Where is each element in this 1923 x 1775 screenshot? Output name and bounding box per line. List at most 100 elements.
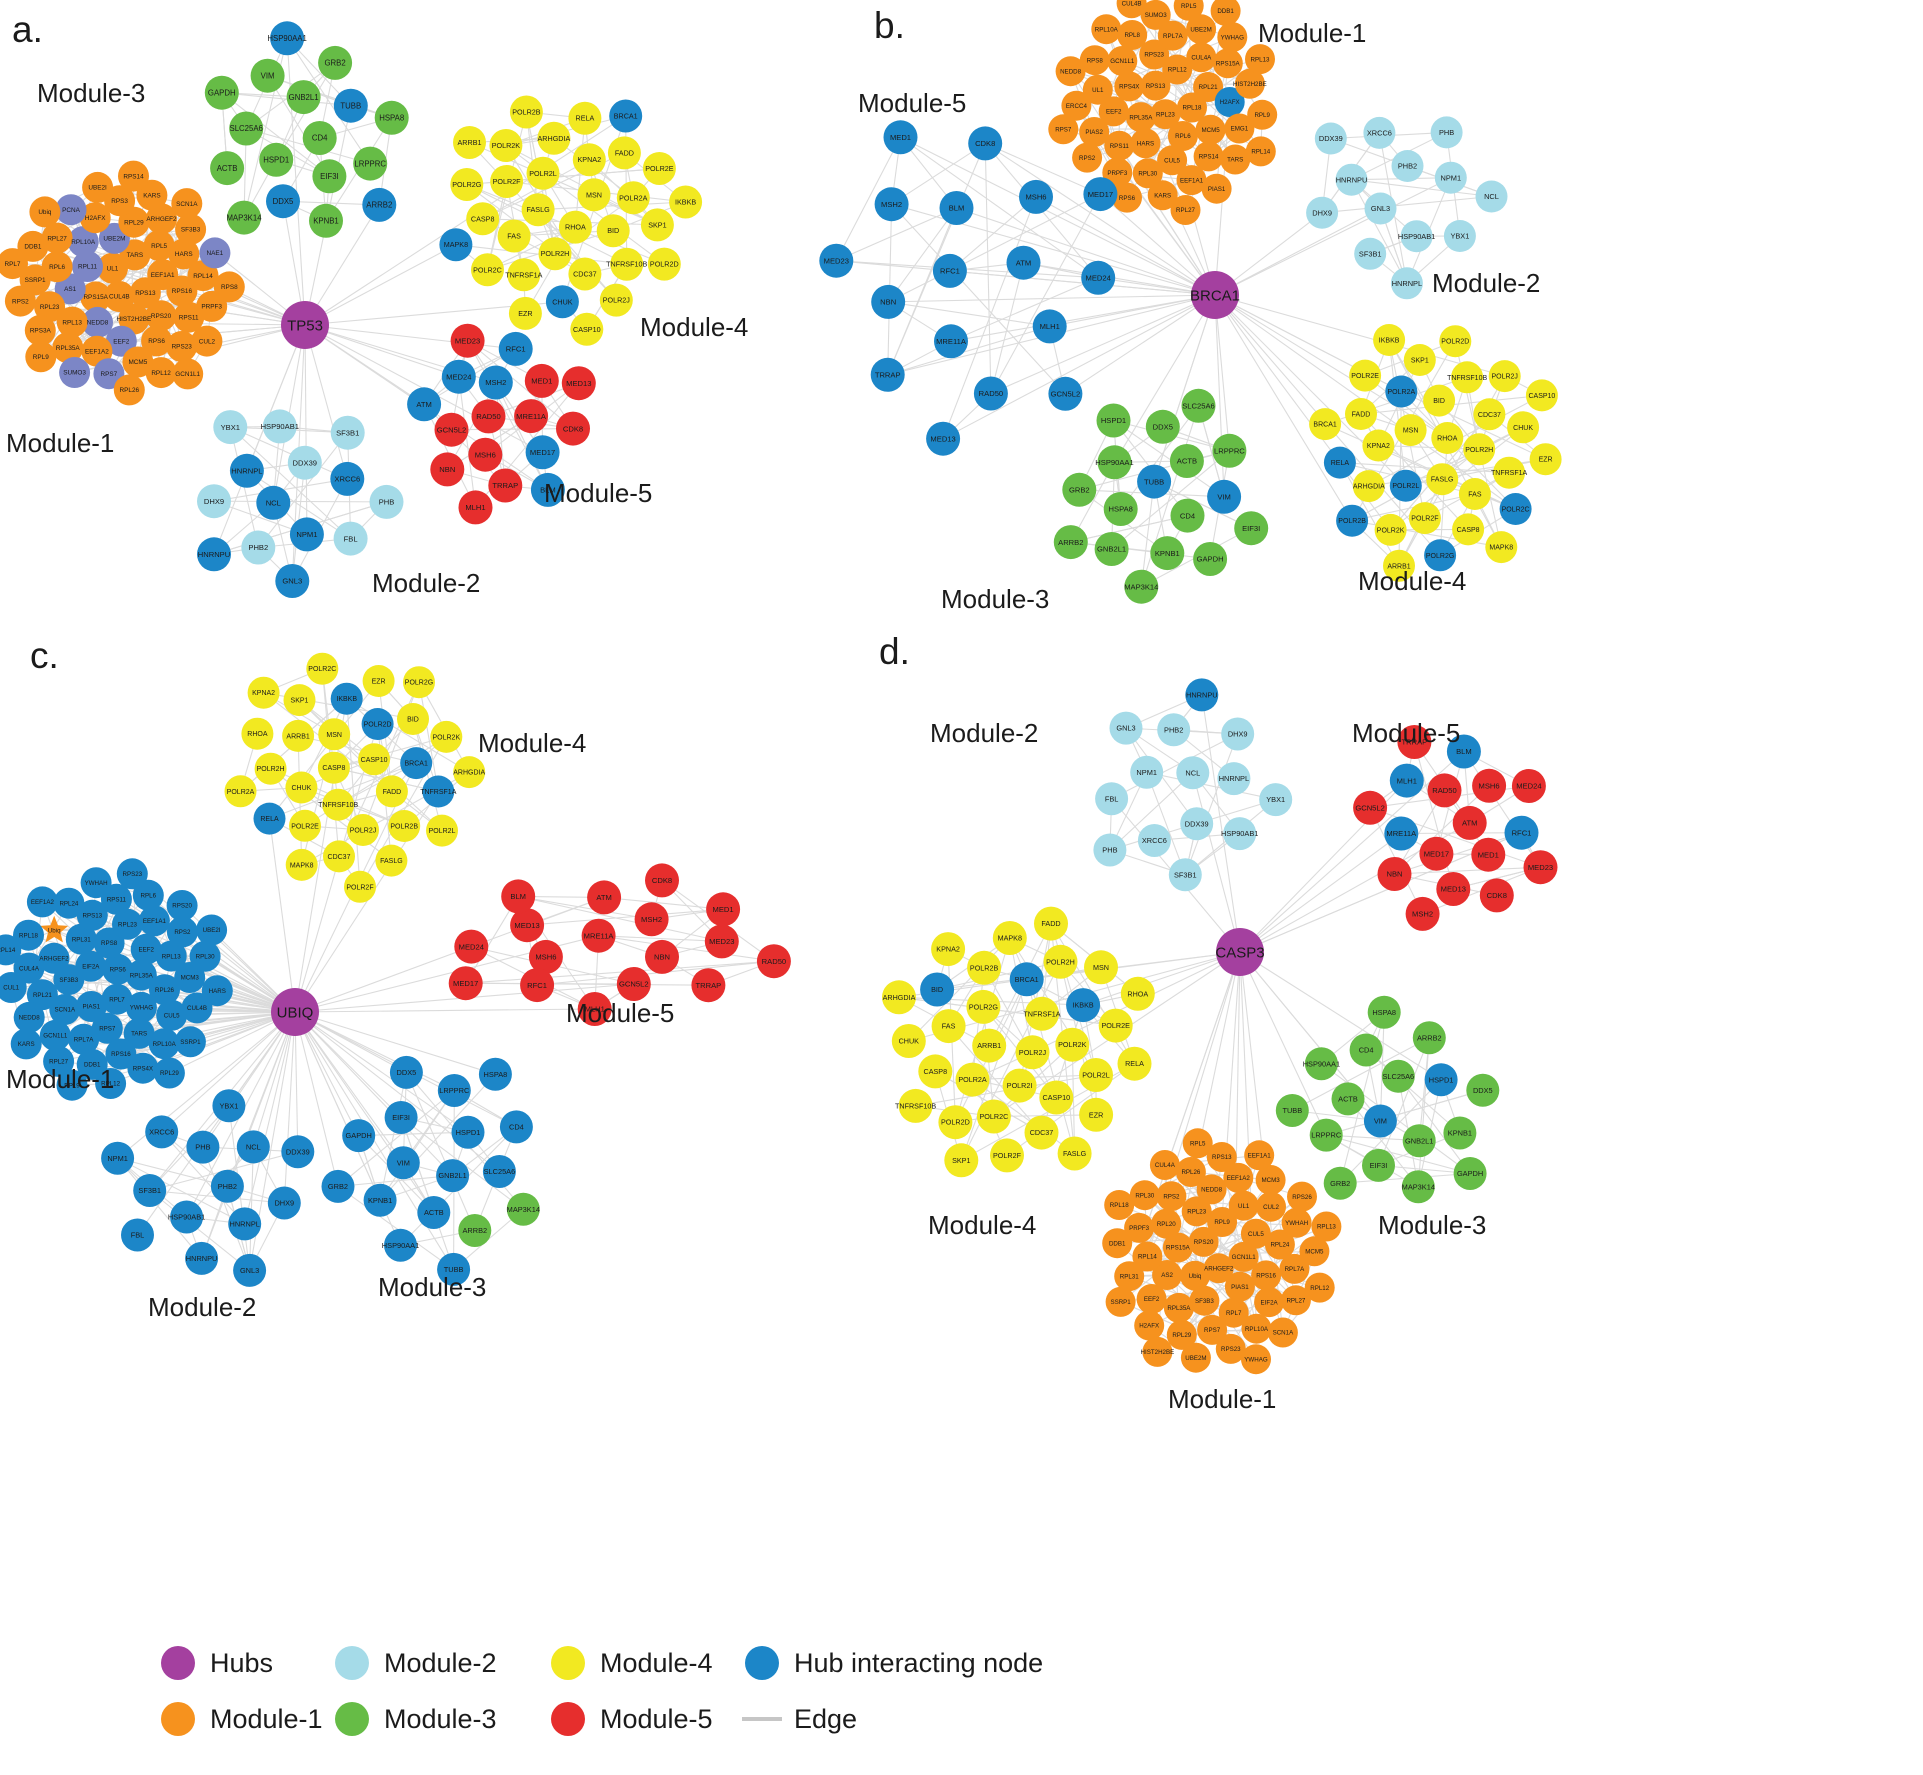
label-layer: CD4HSPD1GNB2L1EIF3ISLC25A6TUBBDDX5VIMLRP…: [0, 0, 1555, 1363]
node-label: MCM5: [1201, 127, 1220, 134]
node-RPL26: [149, 974, 180, 1006]
node-label: RPL10A: [1095, 26, 1119, 33]
node-MSH6: [1472, 768, 1507, 803]
node-RPS14: [118, 160, 149, 192]
node-HNRNPL: [1217, 762, 1251, 796]
node-label: TNFRSF1A: [505, 270, 542, 279]
node-MSH6: [528, 939, 563, 974]
node-label: MED23: [709, 937, 734, 946]
hub-node-UBIQ: [271, 988, 319, 1036]
node-label: EEF1A1: [151, 272, 175, 279]
node-YBX1: [1259, 783, 1293, 817]
node-VIM: [250, 58, 285, 93]
node-label: POLR2C: [473, 265, 502, 274]
node-VIM: [386, 1146, 420, 1180]
legend-item-module4: Module-4: [551, 1646, 713, 1680]
node-EEF1A2: [1223, 1162, 1254, 1193]
node-label: GRB2: [328, 1182, 348, 1191]
node-label: HNRNPL: [231, 466, 262, 475]
node-ATM: [587, 880, 622, 915]
node-POLR2K: [1374, 513, 1407, 546]
node-MSH6: [1019, 179, 1053, 214]
node-label: SSRP1: [25, 277, 46, 284]
node-label: CHUK: [899, 1037, 920, 1046]
node-label: CASP8: [322, 765, 345, 772]
node-label: SCN1A: [176, 201, 198, 208]
node-label: FADD: [1352, 411, 1371, 418]
node-KPNA2: [572, 143, 606, 177]
node-label: POLR2G: [1426, 553, 1454, 560]
node-HIST2H2BE: [1142, 1336, 1173, 1367]
node-GAPDH: [1453, 1157, 1487, 1190]
node-HNRNPU: [1185, 678, 1219, 712]
node-label: CASP10: [573, 325, 601, 334]
node-label: GCN5L2: [1355, 803, 1385, 812]
node-POLR2D: [361, 708, 394, 740]
node-POLR2F: [990, 1138, 1024, 1173]
node-label: H2AFX: [1139, 1323, 1159, 1330]
node-label: HNRNPU: [198, 550, 231, 559]
node-label: HSP90AA1: [1095, 458, 1133, 467]
node-ARRB1: [453, 126, 486, 159]
node-ARHGEF2: [38, 942, 70, 974]
node-UBE2I: [82, 171, 114, 203]
node-RPL26: [1175, 1157, 1206, 1187]
node-label: RPS11: [1110, 143, 1130, 150]
node-RPS26: [1287, 1181, 1317, 1212]
node-MSH6: [468, 437, 503, 472]
node-label: UL1: [1092, 87, 1104, 94]
node-label: NPM1: [296, 530, 317, 539]
node-RPL7: [0, 248, 28, 280]
node-label: RPS20: [1194, 1239, 1214, 1246]
node-HSP90AA1: [1304, 1047, 1338, 1081]
node-PIAS1: [1224, 1271, 1255, 1302]
node-GNL3: [1109, 711, 1143, 745]
node-label: POLR2J: [1019, 1048, 1047, 1057]
node-label: RPL6: [49, 264, 65, 271]
node-RPL27: [41, 222, 73, 254]
node-POLR2L: [1079, 1058, 1113, 1092]
node-POLR2G: [1424, 539, 1457, 572]
node-label: MED23: [455, 336, 480, 345]
node-ARRB2: [458, 1214, 492, 1247]
node-label: MED1: [890, 133, 911, 142]
legend-item-module2: Module-2: [335, 1646, 497, 1680]
node-label: RPL14: [0, 947, 16, 954]
node-label: MED17: [530, 448, 555, 457]
node-label: MRE11A: [584, 931, 615, 940]
node-NEDD8: [1196, 1174, 1227, 1205]
node-RPL10A: [148, 1028, 180, 1060]
node-label: RPS3A: [30, 328, 52, 335]
node-SUMO3: [59, 357, 91, 388]
node-RPS20: [145, 300, 177, 332]
node-SSRP1: [174, 1026, 206, 1058]
node-label: ARRB2: [366, 201, 392, 210]
node-label: MED24: [459, 942, 484, 951]
node-label: SKP1: [648, 220, 666, 229]
node-label: HSP90AB1: [261, 422, 299, 431]
node-label: RPL23: [1156, 111, 1175, 118]
node-label: RPL35A: [1129, 114, 1153, 121]
node-RPL7: [1218, 1297, 1249, 1328]
node-label: RPL9: [33, 354, 49, 361]
node-label: GAPDH: [208, 88, 236, 97]
node-MAP3K14: [506, 1192, 540, 1226]
node-label: GCN5L2: [619, 980, 649, 989]
node-label: RHOA: [1127, 989, 1148, 998]
node-GCN5L2: [1048, 376, 1083, 411]
node-YWHAG: [1217, 22, 1248, 53]
node-TRRAP: [1397, 725, 1432, 759]
node-label: ARHGDIA: [538, 134, 571, 143]
node-label: ATM: [596, 893, 611, 902]
node-POLR2K: [1055, 1027, 1090, 1062]
node-CASP10: [1525, 379, 1558, 412]
node-label: RPL12: [151, 370, 171, 377]
node-label: MED1: [531, 377, 552, 386]
node-RPL21: [1193, 72, 1224, 102]
node-CHUK: [891, 1024, 926, 1058]
node-MED24: [454, 929, 489, 964]
panel-letter: b.: [874, 5, 905, 46]
node-ARHGDIA: [882, 980, 916, 1015]
node-label: BLM: [949, 204, 965, 213]
node-label: MED24: [1516, 782, 1541, 791]
